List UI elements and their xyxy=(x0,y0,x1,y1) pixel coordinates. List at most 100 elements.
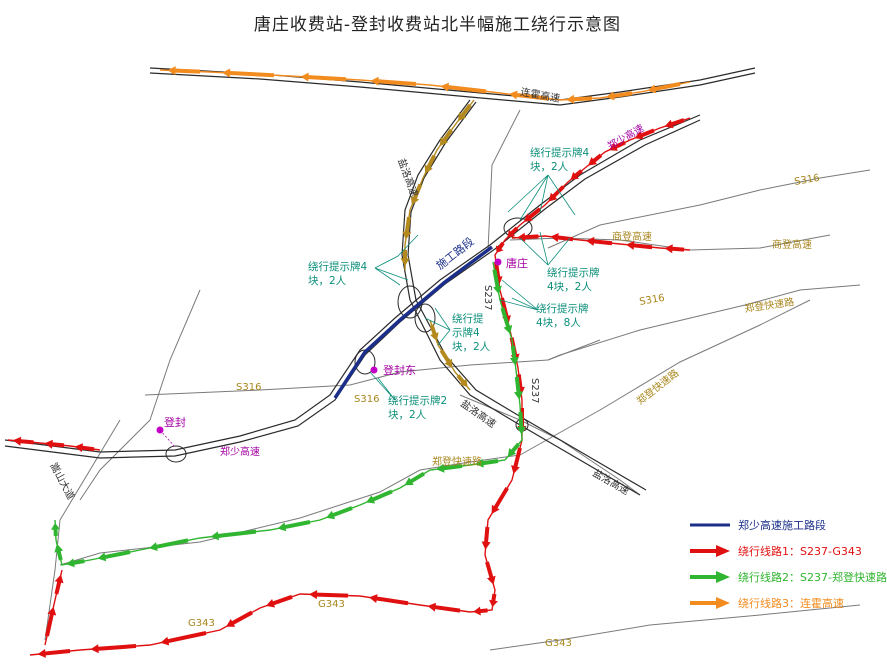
place-labels: 唐庄 登封东 登封 xyxy=(164,256,528,429)
label-s316-mid: S316 xyxy=(354,394,379,405)
sign-6-line1: 绕行提示牌2 xyxy=(388,394,447,407)
route-arrow xyxy=(37,649,71,658)
label-s316-e: S316 xyxy=(639,293,666,308)
legend-label: 绕行线路1：S237-G343 xyxy=(738,545,862,558)
leader-sign-1 xyxy=(507,174,576,221)
road-g343-east xyxy=(489,604,861,651)
marker-dengfeng-east xyxy=(370,366,378,374)
route-arrow xyxy=(210,529,257,541)
route-1-red-shangdeng xyxy=(511,232,691,254)
route-arrow xyxy=(586,236,613,246)
route-arrow xyxy=(485,561,496,585)
expressway-yanluo-south-a xyxy=(409,299,641,496)
route-arrow xyxy=(664,118,685,129)
label-s316-w: S316 xyxy=(236,382,261,393)
route-arrow xyxy=(54,574,64,595)
route-arrow xyxy=(277,520,311,532)
route-arrow xyxy=(516,411,526,435)
route-arrow xyxy=(326,506,353,520)
legend-item-route2: 绕行线路2：S237-郑登快速路 xyxy=(688,564,887,590)
route-arrow xyxy=(608,140,626,151)
interchange-dengfeng xyxy=(165,445,187,463)
road-s316-east xyxy=(547,284,861,361)
legend-label: 绕行线路2：S237-郑登快速路 xyxy=(738,571,887,584)
sign-leaders xyxy=(369,174,576,401)
route-arrow xyxy=(97,550,131,562)
road-s316-northeast xyxy=(547,169,871,249)
detour-routes xyxy=(7,66,691,658)
route-2-green-line xyxy=(54,261,523,566)
route-number-labels: S316 S316 S316 S316 S237 S237 G343 G343 … xyxy=(188,173,821,649)
route-arrow xyxy=(427,602,461,613)
route-arrow xyxy=(439,128,453,147)
route-arrow xyxy=(12,436,34,446)
route-arrow xyxy=(509,345,519,366)
route-arrow xyxy=(369,594,409,606)
route-arrow xyxy=(473,606,488,616)
label-yanluo-mid: 盐洛高速 xyxy=(458,397,498,431)
label-s316-ne: S316 xyxy=(794,173,821,188)
route-1-red-west xyxy=(7,436,101,453)
label-tangzhuang: 唐庄 xyxy=(506,256,528,270)
route-arrow xyxy=(90,644,137,654)
road-north-spur xyxy=(487,109,521,251)
route-arrow xyxy=(511,447,522,474)
map-title: 唐庄收费站-登封收费站北半幅施工绕行示意图 xyxy=(253,15,622,35)
sign-2-line1: 绕行提示牌4 xyxy=(308,260,367,273)
route-arrow xyxy=(300,72,347,82)
route-arrow xyxy=(570,169,583,180)
sign-5-line2: 示牌4 xyxy=(452,326,480,339)
route-arrow xyxy=(424,154,436,174)
sign-1-line2: 块，2人 xyxy=(530,161,569,173)
label-zhengdeng-south: 郑登快速路 xyxy=(432,455,482,468)
expressway-zhengshao-a xyxy=(4,114,701,453)
legend-arrow-green xyxy=(690,571,730,583)
route-arrow xyxy=(517,232,539,242)
route-arrow xyxy=(634,128,655,140)
route-arrow xyxy=(167,66,201,76)
route-arrow xyxy=(626,240,653,250)
route-1-red-line xyxy=(29,117,691,656)
route-arrow xyxy=(491,487,509,514)
sign-labels: 绕行提示牌4 块，2人 绕行提示牌4 块，2人 绕行提示牌 4块，2人 绕行提示… xyxy=(308,146,600,421)
route-arrow xyxy=(309,590,349,600)
leader-sign-5 xyxy=(424,307,451,346)
label-g343-c: G343 xyxy=(545,638,572,649)
label-zhengshao-west: 郑少高速 xyxy=(220,445,260,458)
route-1-red xyxy=(29,117,691,658)
route-arrow xyxy=(429,324,439,342)
label-shangdeng: 商登高速 xyxy=(612,230,652,243)
route-arrow xyxy=(45,606,57,637)
leader-sign-3 xyxy=(519,231,571,266)
route-arrow xyxy=(496,241,505,253)
label-g343-a: G343 xyxy=(318,599,345,610)
route-arrow xyxy=(370,76,417,86)
route-arrow xyxy=(404,471,425,486)
label-dengfeng-east: 登封东 xyxy=(383,363,416,377)
route-arrow xyxy=(440,82,487,94)
route-arrow xyxy=(226,610,253,627)
route-arrow xyxy=(410,183,423,206)
leader-sign-4 xyxy=(499,279,539,311)
route-arrow xyxy=(489,593,498,607)
route-arrow xyxy=(475,458,499,468)
legend-item-route3: 绕行线路3：连霍高速 xyxy=(688,590,873,616)
route-arrow xyxy=(548,185,565,202)
sign-4-line2: 4块，8人 xyxy=(536,317,581,329)
route-arrow xyxy=(436,463,463,473)
marker-tangzhuang xyxy=(494,258,502,266)
sign-1-line1: 绕行提示牌4 xyxy=(530,146,589,159)
legend-arrow-red xyxy=(690,545,730,557)
road-local-south xyxy=(59,454,521,566)
route-arrow xyxy=(266,594,293,608)
label-shangdeng-2: 商登高速 xyxy=(772,238,812,251)
sign-5-line3: 块，2人 xyxy=(452,341,491,353)
route-3-brown-line xyxy=(404,99,475,270)
route-arrow xyxy=(507,442,521,457)
road-s316-west xyxy=(144,359,549,396)
legend-line-swatch xyxy=(690,523,730,527)
sign-2-line2: 块，2人 xyxy=(308,275,347,287)
route-arrow xyxy=(456,374,468,388)
route-arrow xyxy=(74,443,95,453)
